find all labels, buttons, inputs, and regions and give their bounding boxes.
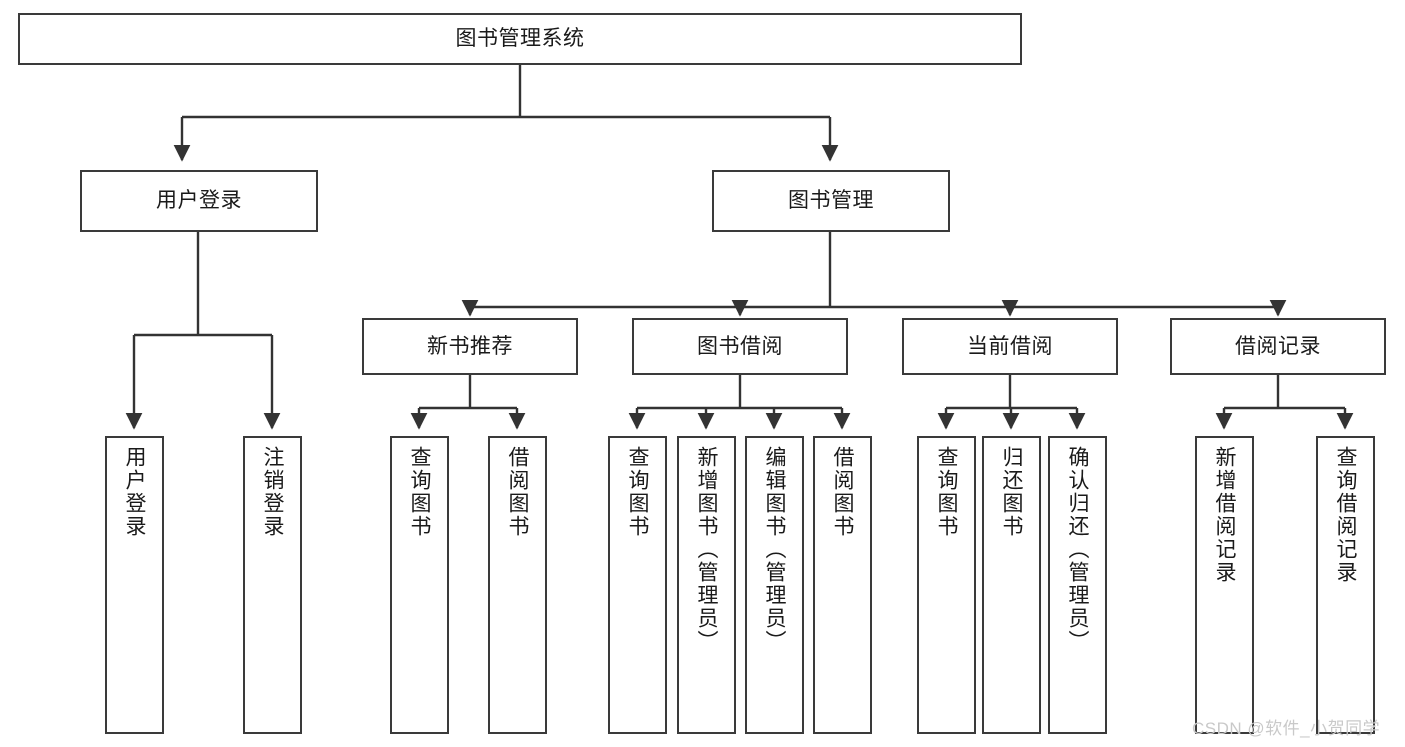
leaf-query-book-2-label: 查询图书 <box>626 446 649 538</box>
leaf-borrow-book-2-label: 借阅图书 <box>831 446 854 538</box>
node-new-book-recommend-label: 新书推荐 <box>427 334 513 358</box>
leaf-query-book-3-label: 查询图书 <box>935 446 958 538</box>
leaf-query-book-1-label: 查询图书 <box>408 446 431 538</box>
leaf-edit-book-label: 编辑图书（管理员） <box>763 446 786 653</box>
node-book-manage[interactable]: 图书管理 <box>712 170 950 232</box>
leaf-borrow-book-1[interactable]: 借阅图书 <box>488 436 547 734</box>
leaf-borrow-book-2[interactable]: 借阅图书 <box>813 436 872 734</box>
node-root-label: 图书管理系统 <box>455 27 585 51</box>
leaf-query-book-3[interactable]: 查询图书 <box>917 436 976 734</box>
csdn-watermark: CSDN @软件_小贺同学 <box>1192 719 1381 738</box>
leaf-add-record[interactable]: 新增借阅记录 <box>1195 436 1254 734</box>
leaf-user-login-label: 用户登录 <box>123 446 146 538</box>
leaf-borrow-book-1-label: 借阅图书 <box>506 446 529 538</box>
node-book-borrow[interactable]: 图书借阅 <box>632 318 848 375</box>
leaf-confirm-return-label: 确认归还（管理员） <box>1066 446 1089 653</box>
leaf-return-book-label: 归还图书 <box>1000 446 1023 538</box>
leaf-user-login[interactable]: 用户登录 <box>105 436 164 734</box>
node-current-borrow-label: 当前借阅 <box>967 334 1053 358</box>
leaf-query-record[interactable]: 查询借阅记录 <box>1316 436 1375 734</box>
node-borrow-record[interactable]: 借阅记录 <box>1170 318 1386 375</box>
leaf-query-book-2[interactable]: 查询图书 <box>608 436 667 734</box>
node-user-login-label: 用户登录 <box>156 189 242 213</box>
node-borrow-record-label: 借阅记录 <box>1235 334 1321 358</box>
node-current-borrow[interactable]: 当前借阅 <box>902 318 1118 375</box>
leaf-add-book[interactable]: 新增图书（管理员） <box>677 436 736 734</box>
leaf-query-record-label: 查询借阅记录 <box>1334 446 1357 584</box>
node-user-login[interactable]: 用户登录 <box>80 170 318 232</box>
node-root[interactable]: 图书管理系统 <box>18 13 1022 65</box>
node-book-manage-label: 图书管理 <box>788 189 874 213</box>
node-new-book-recommend[interactable]: 新书推荐 <box>362 318 578 375</box>
leaf-edit-book[interactable]: 编辑图书（管理员） <box>745 436 804 734</box>
leaf-return-book[interactable]: 归还图书 <box>982 436 1041 734</box>
leaf-confirm-return[interactable]: 确认归还（管理员） <box>1048 436 1107 734</box>
leaf-user-logout[interactable]: 注销登录 <box>243 436 302 734</box>
node-book-borrow-label: 图书借阅 <box>697 334 783 358</box>
leaf-query-book-1[interactable]: 查询图书 <box>390 436 449 734</box>
leaf-user-logout-label: 注销登录 <box>261 446 284 538</box>
leaf-add-record-label: 新增借阅记录 <box>1213 446 1236 584</box>
leaf-add-book-label: 新增图书（管理员） <box>695 446 718 653</box>
